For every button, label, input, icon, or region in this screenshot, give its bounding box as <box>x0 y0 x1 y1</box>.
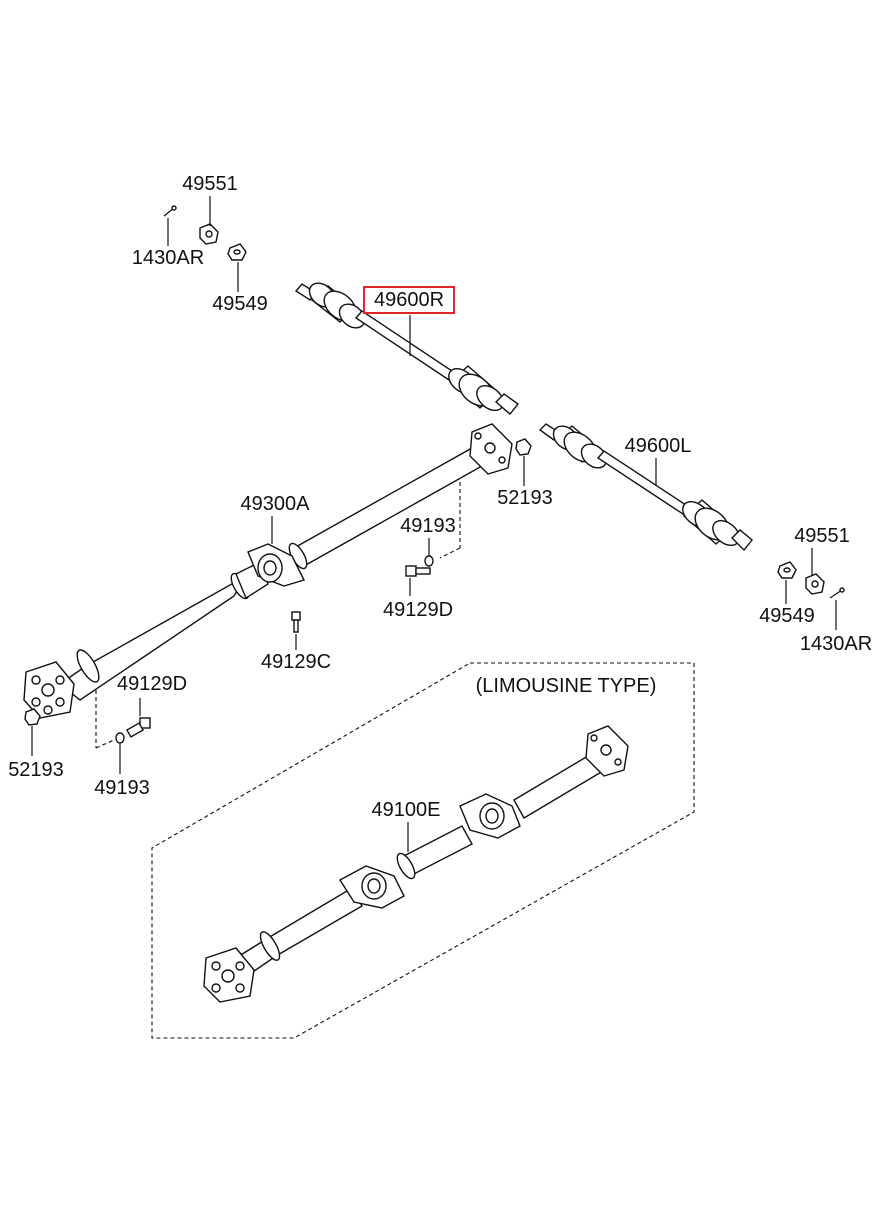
label-49193-left[interactable]: 49193 <box>94 777 150 799</box>
label-49300a[interactable]: 49300A <box>240 493 310 515</box>
label-49551-top[interactable]: 49551 <box>182 173 238 195</box>
washer-49193-mid[interactable] <box>424 555 434 567</box>
label-49129d-left[interactable]: 49129D <box>116 673 188 695</box>
label-limousine-type: (LIMOUSINE TYPE) <box>475 675 657 697</box>
highlight-box-49600r <box>363 286 455 314</box>
leader-lines <box>31 196 837 852</box>
cotter-pin-1430ar-right[interactable] <box>829 587 845 599</box>
drive-shaft-49600r[interactable] <box>294 278 520 416</box>
bolt-49129c[interactable] <box>291 611 301 633</box>
bolt-49129d-mid[interactable] <box>405 565 431 577</box>
label-49129d-mid[interactable]: 49129D <box>382 599 454 621</box>
washer-49549-right[interactable] <box>777 561 797 579</box>
label-49551-right[interactable]: 49551 <box>794 525 850 547</box>
label-49549-right[interactable]: 49549 <box>759 605 815 627</box>
nut-49551-right[interactable] <box>805 573 825 595</box>
nut-49551-top[interactable] <box>199 223 219 245</box>
propeller-shaft-49100e[interactable] <box>151 662 695 1039</box>
label-49129c[interactable]: 49129C <box>260 651 332 673</box>
washer-49193-left[interactable] <box>115 732 125 744</box>
washer-49549-top[interactable] <box>227 243 247 261</box>
bolt-49129d-left[interactable] <box>125 717 151 738</box>
propeller-shaft-49300a[interactable] <box>23 423 513 719</box>
label-49193-mid[interactable]: 49193 <box>400 515 456 537</box>
label-52193-left[interactable]: 52193 <box>8 759 64 781</box>
label-52193-right[interactable]: 52193 <box>497 487 553 509</box>
nut-52193-right[interactable] <box>515 438 532 456</box>
cotter-pin-1430ar-top[interactable] <box>163 205 177 217</box>
nut-52193-left[interactable] <box>24 708 41 726</box>
label-49100e[interactable]: 49100E <box>371 799 441 821</box>
label-49600l[interactable]: 49600L <box>624 435 692 457</box>
label-1430ar-top[interactable]: 1430AR <box>131 247 205 269</box>
drive-shaft-49600l[interactable] <box>538 421 753 552</box>
label-49549-top[interactable]: 49549 <box>212 293 268 315</box>
label-1430ar-right[interactable]: 1430AR <box>799 633 873 655</box>
label-49600r[interactable]: 49600R <box>373 289 445 311</box>
